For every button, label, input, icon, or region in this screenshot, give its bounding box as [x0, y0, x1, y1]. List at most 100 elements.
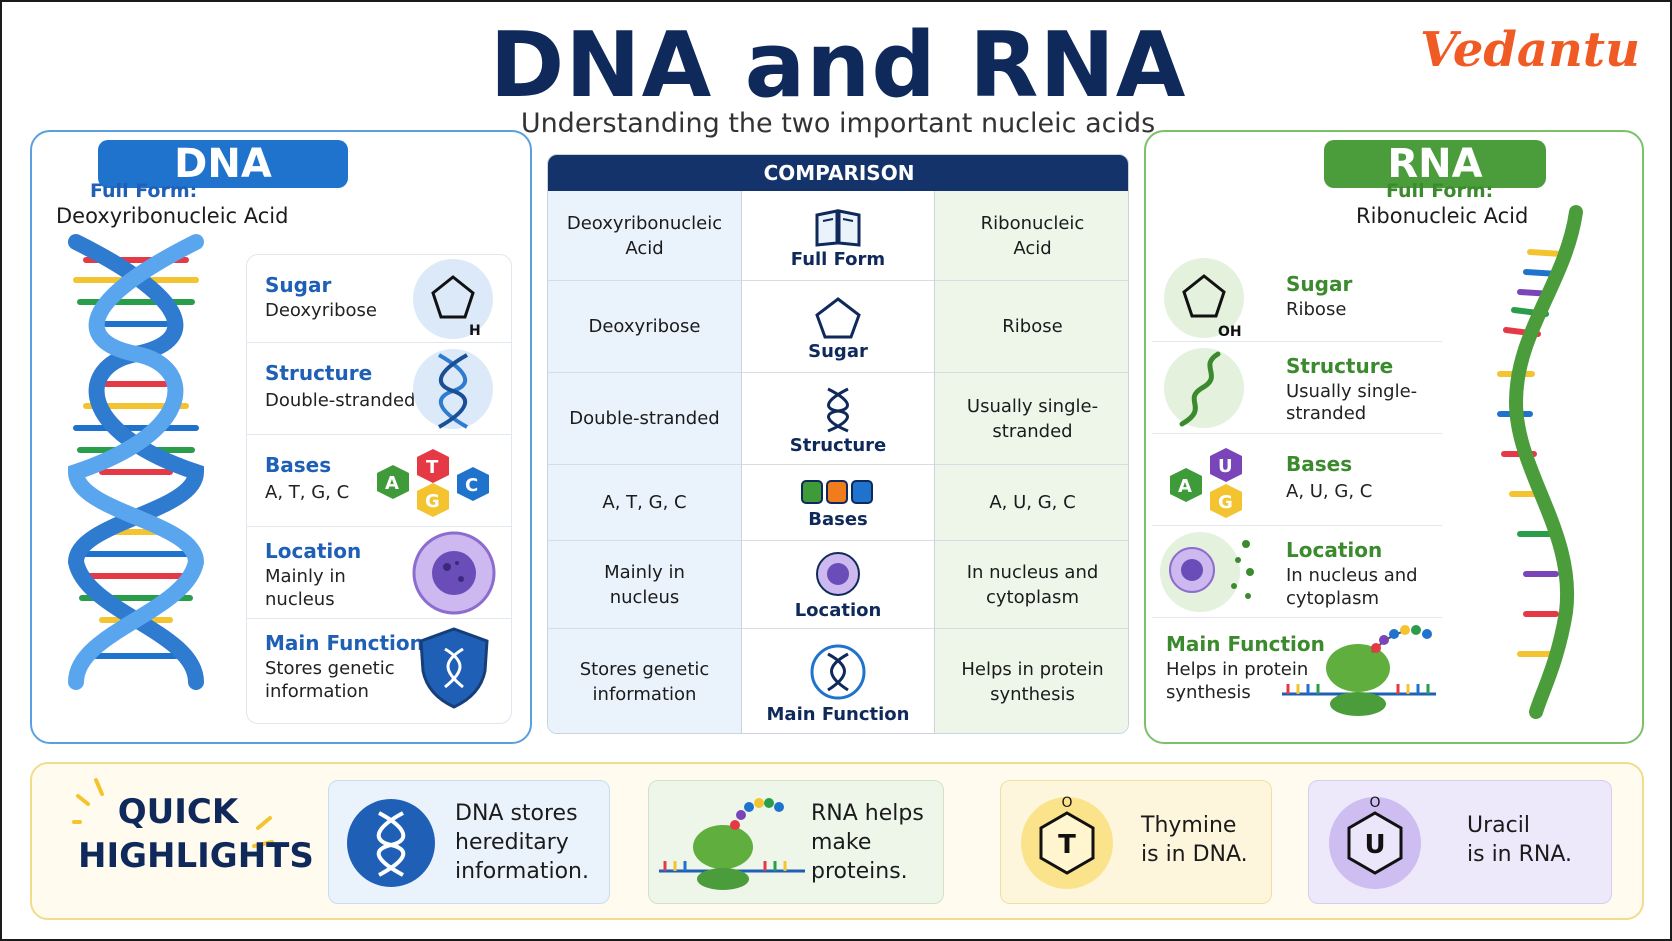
dna-location-value-2: nucleus: [265, 589, 335, 610]
dna-row-sugar: Sugar Deoxyribose H: [247, 255, 511, 343]
ribosome-small-icon: [659, 798, 805, 890]
svg-text:O: O: [1061, 795, 1072, 811]
rna-function-title: Main Function: [1166, 632, 1325, 656]
cmp-dna-bases: A, T, G, C: [548, 465, 741, 541]
cmp-rna-bases: A, U, G, C: [935, 465, 1128, 541]
svg-text:G: G: [1218, 492, 1233, 513]
dna-full-form-label: Full Form:: [90, 180, 198, 202]
sparkle-accent-icon: [72, 778, 274, 848]
cmp-label-location: Location: [742, 541, 934, 629]
rna-row-location: Location In nucleus and cytoplasm: [1152, 526, 1442, 618]
rna-badge: RNA: [1324, 140, 1546, 188]
cell-icon: [816, 552, 860, 596]
helix-icon: [827, 387, 849, 433]
rna-properties-card: OH Sugar Ribose Structure Usually single…: [1152, 254, 1444, 724]
cmp-dna-sugar: Deoxyribose: [548, 281, 741, 373]
cmp-rna-sugar: Ribose: [935, 281, 1128, 373]
dna-badge: DNA: [98, 140, 348, 188]
dna-function-value-2: information: [265, 681, 369, 702]
rna-bases-value: A, U, G, C: [1286, 481, 1373, 502]
svg-text:A: A: [385, 473, 399, 494]
ribosome-icon: [1282, 625, 1436, 716]
cmp-label-bases: Bases: [742, 465, 934, 541]
svg-text:T: T: [426, 457, 439, 478]
rna-bases-hexagons-icon: A U G: [1170, 448, 1242, 518]
rna-sugar-value: Ribose: [1286, 299, 1347, 320]
book-icon: [815, 209, 861, 247]
double-helix-icon: [413, 349, 493, 429]
thymine-ring-icon: O T: [1021, 795, 1113, 889]
dna-panel: DNA Full Form: Deoxyribonucleic Acid Sug…: [30, 130, 532, 744]
dna-structure-title: Structure: [265, 361, 373, 385]
rna-structure-value-2: stranded: [1286, 403, 1367, 424]
svg-text:O: O: [1369, 795, 1380, 811]
svg-text:T: T: [1058, 830, 1076, 860]
svg-text:A: A: [1178, 476, 1192, 497]
ribose-ring-icon: OH: [1164, 258, 1244, 340]
dna-bases-value: A, T, G, C: [265, 482, 350, 503]
svg-text:U: U: [1364, 830, 1385, 860]
dna-badge-icon: [347, 799, 435, 887]
rna-sugar-title: Sugar: [1286, 272, 1353, 296]
dna-helix-icon: [67, 234, 205, 690]
dna-function-title: Main Function: [265, 631, 424, 655]
dna-properties-card: Sugar Deoxyribose H Structure Double-str…: [246, 254, 512, 724]
dna-row-bases: Bases A, T, G, C A T G C: [247, 435, 511, 527]
page-subtitle: Understanding the two important nucleic …: [520, 108, 1156, 139]
sugar-h-label: H: [469, 323, 481, 339]
rna-row-sugar: OH Sugar Ribose: [1152, 254, 1442, 342]
rna-function-value-2: synthesis: [1166, 682, 1251, 703]
rna-structure-value-1: Usually single-: [1286, 381, 1418, 402]
pentagon-sugar-icon: [815, 297, 861, 339]
comparison-header: COMPARISON: [548, 155, 1128, 191]
dna-row-function: Main Function Stores genetic information: [247, 619, 511, 723]
rna-full-form-label: Full Form:: [1386, 180, 1494, 202]
vedantu-logo: Vedantu: [1419, 22, 1640, 78]
rna-row-function: Main Function Helps in protein synthesis: [1152, 618, 1442, 722]
rna-panel: RNA Full Form: Ribonucleic Acid OH Sugar…: [1144, 130, 1644, 744]
cmp-label-structure: Structure: [742, 373, 934, 465]
dna-full-form: Deoxyribonucleic Acid: [56, 204, 289, 228]
dna-bases-hexagons-icon: A T G C: [377, 449, 489, 517]
rna-row-structure: Structure Usually single- stranded: [1152, 342, 1442, 434]
rna-bases-title: Bases: [1286, 452, 1353, 476]
shield-dna-icon: [419, 627, 489, 709]
deoxyribose-ring-icon: H: [413, 259, 493, 339]
highlights-heading: QUICK HIGHLIGHTS: [78, 792, 314, 876]
svg-text:C: C: [465, 475, 478, 496]
dna-sugar-value: Deoxyribose: [265, 300, 377, 321]
cmp-label-sugar: Sugar: [742, 281, 934, 373]
sugar-oh-label: OH: [1218, 324, 1242, 340]
bases-blocks-icon: [801, 480, 873, 504]
uracil-ring-icon: O U: [1329, 795, 1421, 889]
single-strand-icon: [1164, 348, 1244, 428]
cell-nucleus-icon: [412, 531, 496, 615]
rna-structure-title: Structure: [1286, 354, 1394, 378]
svg-text:U: U: [1218, 456, 1233, 477]
rna-location-value-1: In nucleus and: [1286, 565, 1418, 586]
dna-function-value-1: Stores genetic: [265, 658, 395, 679]
cell-cytoplasm-icon: [1160, 532, 1254, 612]
rna-strand-icon: [1497, 205, 1583, 719]
rna-function-value-1: Helps in protein: [1166, 659, 1309, 680]
rna-location-value-2: cytoplasm: [1286, 588, 1379, 609]
comparison-label-column: Full Form Sugar Structure Bases Location…: [742, 191, 935, 733]
cmp-dna-structure: Double-stranded: [548, 373, 741, 465]
dna-location-value-1: Mainly in: [265, 566, 346, 587]
dna-bases-title: Bases: [265, 453, 332, 477]
page-title: DNA and RNA: [489, 13, 1187, 118]
dna-sugar-title: Sugar: [265, 273, 332, 297]
